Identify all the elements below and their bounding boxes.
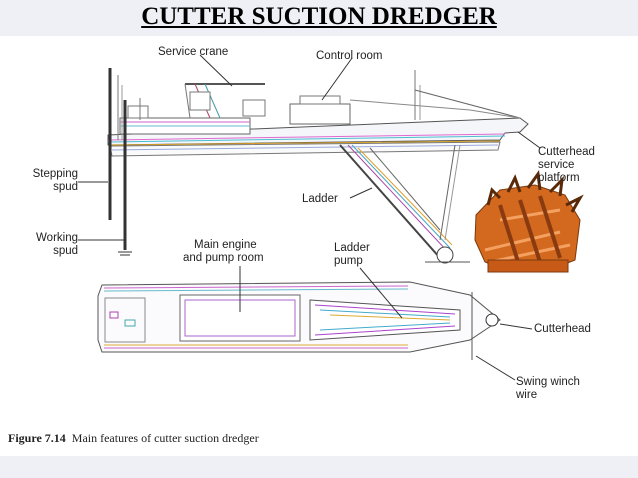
figure-caption-text: Main features of cutter suction dredger xyxy=(71,431,259,445)
plan-view xyxy=(97,281,501,360)
figure-number: Figure 7.14 xyxy=(8,431,66,445)
bottom-band xyxy=(0,456,638,478)
label-cutterhead-service-platform-3: platform xyxy=(538,172,580,184)
label-stepping-spud-1: Stepping xyxy=(32,168,78,180)
label-swing-winch-wire-2: wire xyxy=(516,389,538,401)
label-control-room: Control room xyxy=(316,50,383,62)
label-service-crane: Service crane xyxy=(158,46,229,58)
label-main-engine-1: Main engine xyxy=(194,239,257,251)
cutterhead-photo xyxy=(474,170,584,273)
label-swing-winch-wire-1: Swing winch xyxy=(516,376,580,388)
label-working-spud-2: spud xyxy=(53,245,78,257)
label-ladder-pump-2: pump xyxy=(334,255,363,267)
side-view xyxy=(107,68,529,264)
leader-lines xyxy=(78,54,541,381)
label-cutterhead-service-platform-1: Cutterhead xyxy=(538,146,595,158)
label-cutterhead-service-platform-2: service xyxy=(538,159,575,171)
label-main-engine-2: and pump room xyxy=(183,252,264,264)
label-cutterhead: Cutterhead xyxy=(534,323,591,335)
label-working-spud-1: Working xyxy=(36,232,78,244)
figure-caption: Figure 7.14 Main features of cutter suct… xyxy=(8,431,259,446)
label-ladder: Ladder xyxy=(302,193,338,205)
label-ladder-pump-1: Ladder xyxy=(334,242,370,254)
slide-title: CUTTER SUCTION DREDGER xyxy=(141,3,497,30)
label-stepping-spud-2: spud xyxy=(53,181,78,193)
